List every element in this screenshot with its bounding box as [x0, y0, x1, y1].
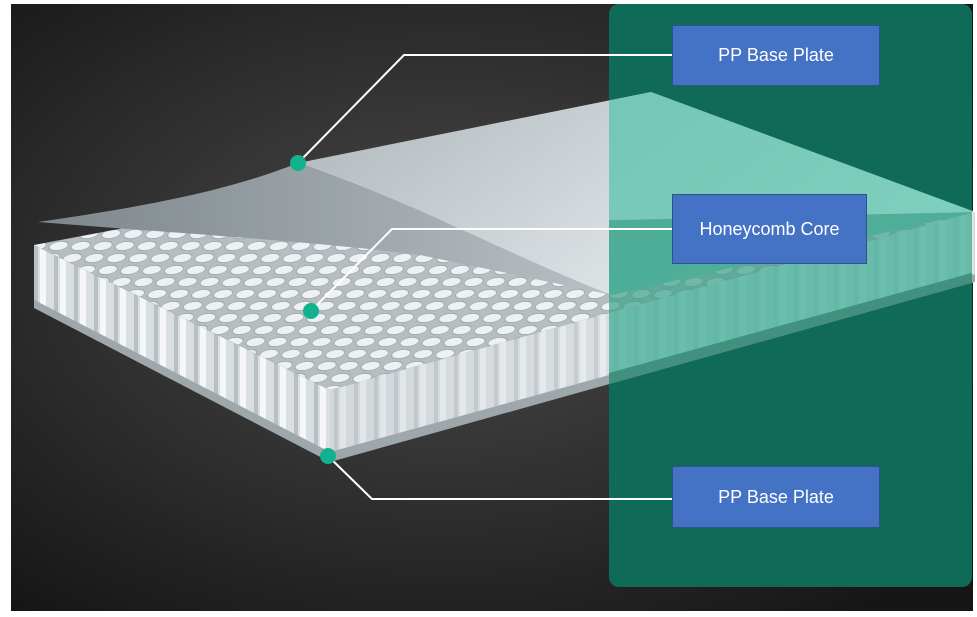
- honeycomb-front-wall: [34, 245, 330, 452]
- label-top-pp-base-plate: PP Base Plate: [672, 25, 880, 86]
- leader-line-middle: [310, 228, 672, 312]
- marker-top-plate: [290, 155, 306, 171]
- label-bottom-pp-base-plate: PP Base Plate: [672, 466, 880, 528]
- marker-honeycomb-core: [303, 303, 319, 319]
- leader-line-top: [297, 54, 672, 164]
- leader-line-bottom: [327, 455, 672, 500]
- marker-bottom-plate: [320, 448, 336, 464]
- top-sheet-underside: [38, 163, 612, 295]
- label-honeycomb-core: Honeycomb Core: [672, 194, 867, 264]
